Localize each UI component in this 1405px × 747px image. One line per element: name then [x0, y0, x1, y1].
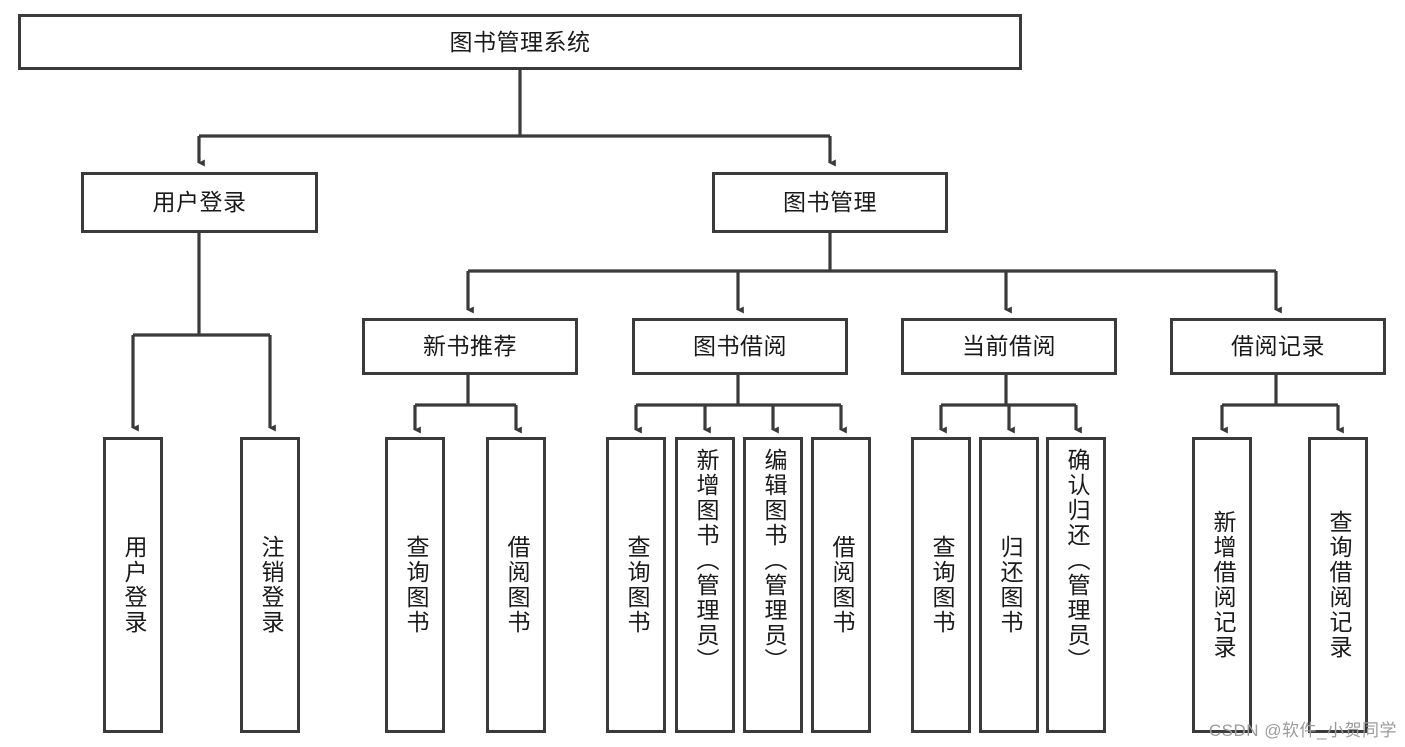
node-label: 用户登录 — [152, 189, 247, 216]
node-new-book-recommend[interactable]: 新书推荐 — [362, 318, 578, 375]
watermark-text: CSDN @软件_小贺同学 — [1208, 721, 1397, 740]
node-leaf-query-record[interactable]: 查询借阅记录 — [1308, 437, 1368, 733]
node-leaf-user-login[interactable]: 用户登录 — [103, 437, 163, 733]
node-leaf-borrow-book-1[interactable]: 借阅图书 — [486, 437, 546, 733]
node-label: 图书管理系统 — [449, 28, 591, 55]
node-label: 图书借阅 — [693, 333, 787, 360]
node-leaf-borrow-book-2[interactable]: 借阅图书 — [811, 437, 871, 733]
node-label: 图书管理 — [783, 189, 877, 216]
node-label: 新增借阅记录 — [1209, 510, 1236, 660]
node-leaf-add-record[interactable]: 新增借阅记录 — [1192, 437, 1252, 733]
node-book-manage[interactable]: 图书管理 — [712, 172, 948, 233]
node-root-book-management-system[interactable]: 图书管理系统 — [18, 14, 1022, 70]
node-label: 查询借阅记录 — [1325, 510, 1352, 660]
node-label: 借阅图书 — [503, 535, 530, 635]
node-leaf-confirm-return[interactable]: 确认归还（管理员） — [1046, 437, 1106, 733]
node-label: 借阅图书 — [828, 535, 855, 635]
node-label: 查询图书 — [623, 535, 650, 635]
node-label: 编辑图书（管理员） — [760, 448, 787, 673]
node-label: 查询图书 — [402, 535, 429, 635]
node-label: 注销登录 — [257, 535, 284, 635]
node-label: 当前借阅 — [962, 333, 1056, 360]
node-label: 查询图书 — [928, 535, 955, 635]
node-label: 新书推荐 — [423, 333, 517, 360]
node-label: 新增图书（管理员） — [692, 448, 719, 673]
node-label: 借阅记录 — [1231, 333, 1325, 360]
node-leaf-add-book[interactable]: 新增图书（管理员） — [675, 437, 735, 733]
node-borrow-record[interactable]: 借阅记录 — [1170, 318, 1386, 375]
node-user-login[interactable]: 用户登录 — [81, 172, 318, 233]
node-leaf-edit-book[interactable]: 编辑图书（管理员） — [743, 437, 803, 733]
node-label: 用户登录 — [120, 535, 147, 635]
node-leaf-query-book-3[interactable]: 查询图书 — [911, 437, 971, 733]
node-label: 归还图书 — [996, 535, 1023, 635]
node-book-borrow[interactable]: 图书借阅 — [632, 318, 848, 375]
node-leaf-return-book[interactable]: 归还图书 — [979, 437, 1039, 733]
node-label: 确认归还（管理员） — [1063, 448, 1090, 673]
node-leaf-query-book-1[interactable]: 查询图书 — [385, 437, 445, 733]
node-leaf-logout-login[interactable]: 注销登录 — [240, 437, 300, 733]
node-leaf-query-book-2[interactable]: 查询图书 — [606, 437, 666, 733]
node-current-borrow[interactable]: 当前借阅 — [901, 318, 1117, 375]
